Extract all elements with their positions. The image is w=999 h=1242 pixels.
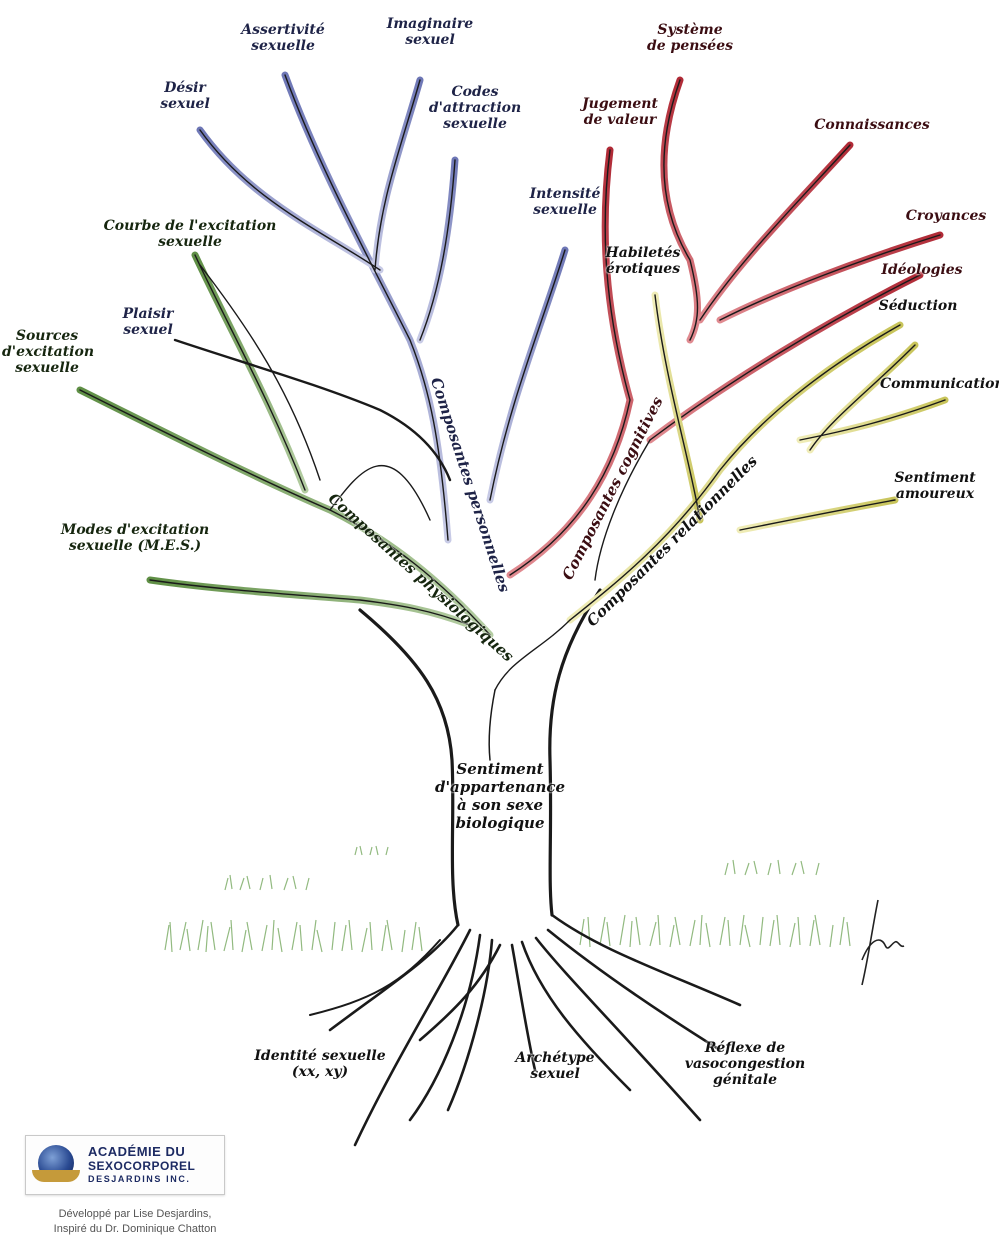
roots [309, 913, 742, 1147]
branches-physiological [76, 251, 494, 639]
label-reflexe: Réflexe de vasocongestion génitale [684, 1040, 806, 1088]
grass-left [164, 845, 423, 953]
label-croyances: Croyances [905, 208, 987, 224]
grass-right [579, 859, 851, 948]
hands-icon [32, 1170, 80, 1182]
label-imaginaire: Imaginaire sexuel [386, 16, 474, 48]
branches-relational [494, 291, 949, 691]
label-identite: Identité sexuelle (xx, xy) [254, 1048, 386, 1080]
label-connaissances: Connaissances [814, 117, 930, 133]
label-assertivite: Assertivité sexuelle [241, 22, 325, 54]
label-systeme: Système de pensées [646, 22, 734, 54]
label-modes: Modes d'excitation sexuelle (M.E.S.) [60, 522, 210, 554]
logo-line1: ACADÉMIE DU [88, 1144, 186, 1159]
label-seduction: Séduction [878, 298, 958, 314]
credit-line1: Développé par Lise Desjardins, [58, 1208, 212, 1220]
label-codes: Codes d'attraction sexuelle [428, 84, 522, 132]
label-courbe: Courbe de l'excitation sexuelle [103, 218, 277, 250]
trunk [358, 588, 602, 927]
logo-line2: SEXOCORPOREL [88, 1159, 196, 1173]
branches-cognitive [506, 76, 944, 581]
label-trunk: Sentiment d'appartenance à son sexe biol… [434, 760, 566, 832]
label-jugement: Jugement de valeur [582, 96, 658, 128]
label-sources: Sources d'excitation sexuelle [2, 328, 95, 376]
label-ideologies: Idéologies [881, 262, 963, 278]
label-archetype: Archétype sexuel [515, 1050, 595, 1082]
logo-line3: DESJARDINS INC. [88, 1174, 191, 1184]
label-habiletes: Habiletés érotiques [605, 245, 681, 277]
credit-line2: Inspiré du Dr. Dominique Chatton [53, 1223, 217, 1235]
signature-mark [861, 899, 905, 986]
academy-logo: ACADÉMIE DU SEXOCORPOREL DESJARDINS INC. [25, 1135, 225, 1195]
label-plaisir: Plaisir sexuel [122, 306, 174, 338]
branches-personal [173, 71, 569, 544]
label-intensite: Intensité sexuelle [529, 186, 601, 218]
label-communication: Communication [880, 376, 999, 392]
label-desir: Désir sexuel [160, 80, 210, 112]
label-sentiment-amoureux: Sentiment amoureux [894, 470, 976, 502]
